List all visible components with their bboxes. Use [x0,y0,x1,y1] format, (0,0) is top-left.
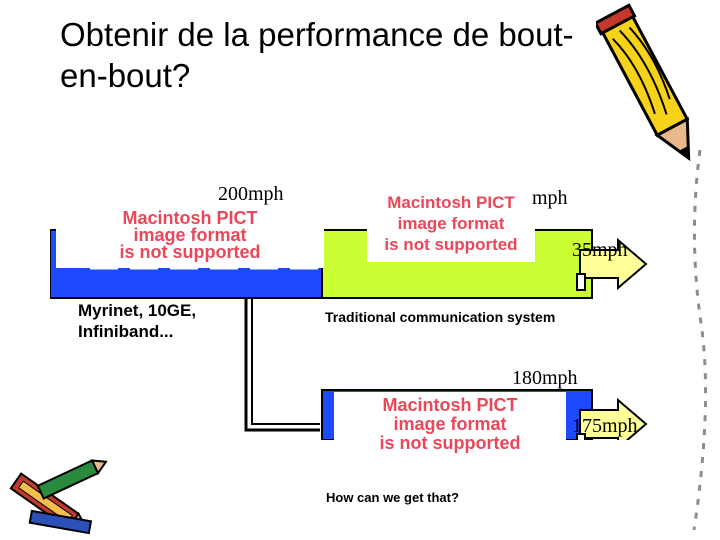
pencil-icon [692,150,708,530]
speed-label-175: 175mph [572,415,638,437]
slide-title: Obtenir de la performance de bout-en-bou… [60,16,574,94]
pict-placeholder-1: Macintosh PICT image format is not suppo… [56,206,324,268]
pencils-clipart-icon [9,459,108,535]
pict-placeholder-text: Macintosh PICT image format is not suppo… [119,208,261,262]
pict-placeholder-text: Macintosh PICT image format is not suppo… [379,395,521,453]
dash-markers [90,264,320,270]
traditional-label: Traditional communication system [325,309,556,325]
pencil-icon [596,3,691,162]
output-arrow [579,237,648,291]
output-arrow-bottom [579,397,648,440]
pict-placeholder-3: Macintosh PICT image format is not suppo… [334,392,566,456]
pict-placeholder-2: Macintosh PICT image format is not suppo… [367,188,535,262]
myrinet-label: Myrinet, 10GE, Infiniband... [78,301,197,341]
speed-label-200: 200mph [218,183,284,205]
speed-label-mph: mph [532,187,568,209]
pict-placeholder-text: Macintosh PICT image format is not suppo… [384,193,518,254]
question-label: How can we get that? [326,490,459,505]
speed-label-180: 180mph [512,367,578,389]
speed-label-35: 35mph [572,239,628,261]
